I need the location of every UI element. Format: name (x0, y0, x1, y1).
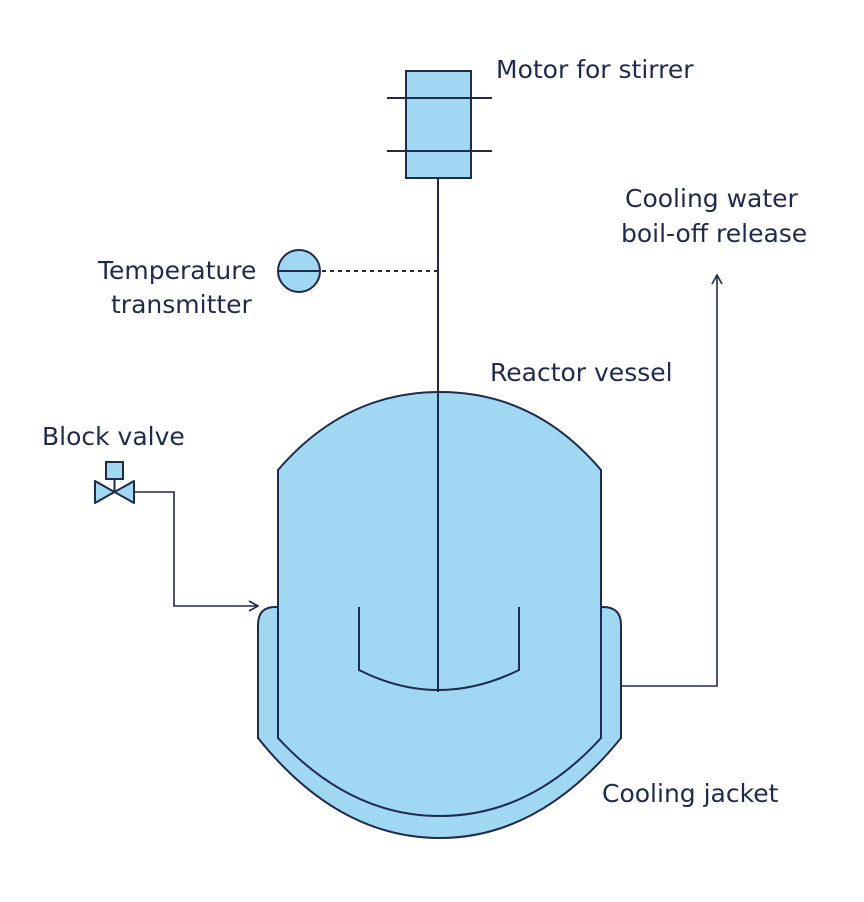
inlet-line (134, 491, 260, 612)
block-valve-label: Block valve (42, 422, 185, 451)
cooling-jacket-label: Cooling jacket (602, 779, 779, 808)
temperature-label-line1: Temperature (97, 256, 256, 285)
motor-box (405, 70, 472, 179)
block-valve-actuator (105, 461, 124, 480)
temperature-label-line2: transmitter (111, 290, 253, 319)
cooling-water-label-line2: boil-off release (621, 219, 807, 248)
reactor-vessel (277, 390, 602, 818)
boil-off-outlet-line (621, 273, 723, 687)
motor-label: Motor for stirrer (496, 55, 694, 84)
cooling-water-label-line1: Cooling water (625, 184, 799, 213)
reactor-vessel-label: Reactor vessel (490, 358, 673, 387)
stirrer-paddle (358, 607, 520, 691)
